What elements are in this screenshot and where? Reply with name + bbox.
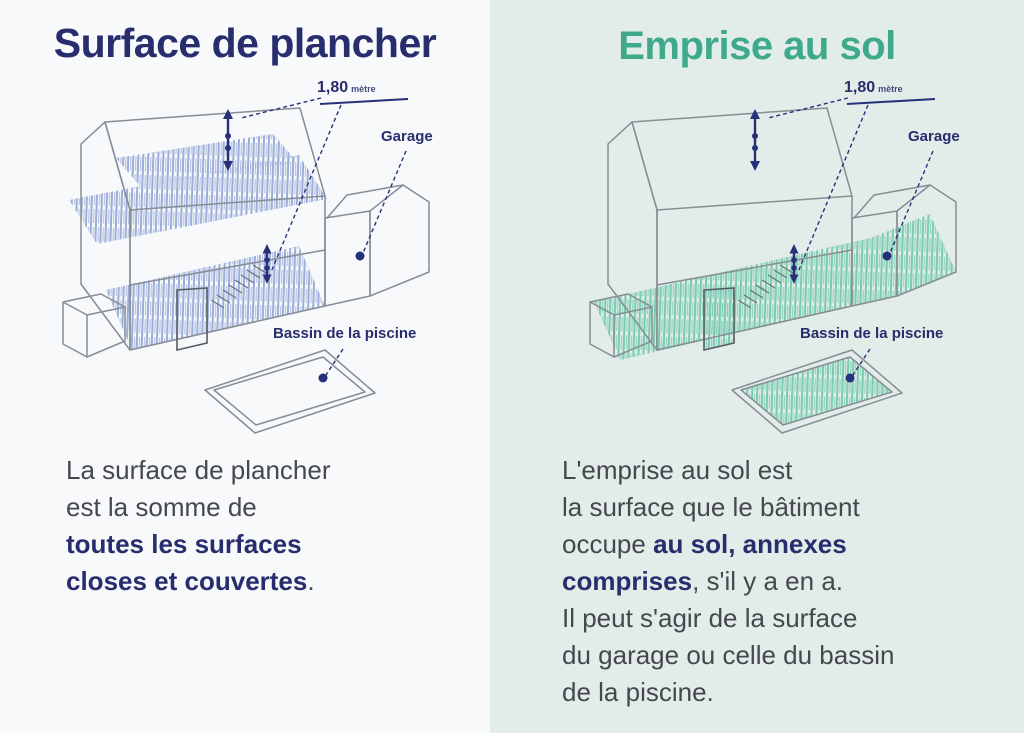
description-line: du garage ou celle du bassin	[562, 640, 895, 670]
garage-label: Garage	[381, 128, 433, 145]
garage-dot	[882, 251, 892, 261]
height-value: 1,80	[317, 79, 349, 96]
left-description: La surface de plancher est la somme de t…	[66, 452, 331, 600]
description-line: closes et couvertes.	[66, 566, 315, 596]
door-outline	[176, 287, 208, 352]
pool-dot	[318, 373, 328, 383]
floor-surface-hatch-areas	[69, 134, 327, 350]
garage-dot	[355, 251, 365, 261]
annotations	[750, 97, 936, 383]
house-outline	[62, 107, 430, 434]
description-line: La surface de plancher	[66, 455, 331, 485]
height-unit: mètre	[878, 84, 903, 94]
house-sketch-right	[589, 97, 957, 434]
description-line: est la somme de	[66, 492, 257, 522]
attic-height-arrow-icon	[223, 109, 233, 171]
measure-underline	[846, 98, 936, 105]
description-line: de la piscine.	[562, 677, 714, 707]
attic-height-arrow-icon	[750, 109, 760, 171]
left-panel-title: Surface de plancher	[53, 20, 437, 66]
description-line: occupe au sol, annexes	[562, 529, 847, 559]
description-line: comprises, s'il y a en a.	[562, 566, 843, 596]
annotations	[223, 97, 409, 383]
leader-lines	[767, 97, 934, 376]
description-line: Il peut s'agir de la surface	[562, 603, 858, 633]
leader-lines	[240, 97, 407, 376]
description-line-bold: toutes les surfaces	[66, 529, 302, 559]
right-panel-title: Emprise au sol	[618, 24, 896, 68]
stairs-height-arrow-icon	[262, 244, 272, 284]
house-outline	[589, 107, 957, 434]
surface-de-plancher-panel: Surface de plancher	[0, 0, 490, 733]
height-value: 1,80	[844, 79, 876, 96]
emprise-au-sol-panel: Emprise au sol	[490, 0, 1024, 733]
pool-dot	[845, 373, 855, 383]
description-line: la surface que le bâtiment	[562, 492, 860, 522]
door-outline	[703, 287, 735, 352]
stairs-sketch	[210, 264, 267, 309]
house-sketch-left	[62, 97, 430, 434]
stairs-height-arrow-icon	[789, 244, 799, 284]
pool-label: Bassin de la piscine	[273, 325, 417, 342]
description-line: L'emprise au sol est	[562, 455, 793, 485]
pool-label: Bassin de la piscine	[800, 325, 944, 342]
height-unit: mètre	[351, 84, 376, 94]
measure-underline	[319, 98, 409, 105]
garage-label: Garage	[908, 128, 960, 145]
right-description: L'emprise au sol est la surface que le b…	[562, 452, 894, 711]
stairs-sketch	[737, 264, 794, 309]
